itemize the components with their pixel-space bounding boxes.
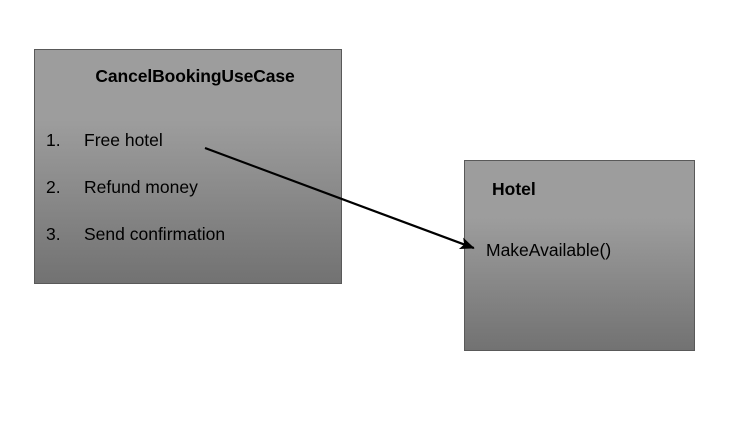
step-label: Send confirmation (84, 224, 226, 244)
step-number: 1. (46, 130, 61, 150)
step-label: Free hotel (84, 130, 163, 150)
list-item: 1. Free hotel (46, 130, 336, 177)
usecase-box[interactable]: CancelBookingUseCase 1. Free hotel 2. Re… (34, 49, 342, 284)
hotel-box[interactable]: Hotel MakeAvailable() (464, 160, 695, 351)
usecase-box-title: CancelBookingUseCase (95, 66, 295, 86)
hotel-box-title: Hotel (492, 179, 536, 199)
list-item: 2. Refund money (46, 177, 336, 224)
step-number: 2. (46, 177, 61, 197)
usecase-step-list: 1. Free hotel 2. Refund money 3. Send co… (46, 130, 336, 271)
hotel-box-method: MakeAvailable() (486, 240, 612, 260)
list-item: 3. Send confirmation (46, 224, 336, 271)
step-label: Refund money (84, 177, 198, 197)
step-number: 3. (46, 224, 61, 244)
